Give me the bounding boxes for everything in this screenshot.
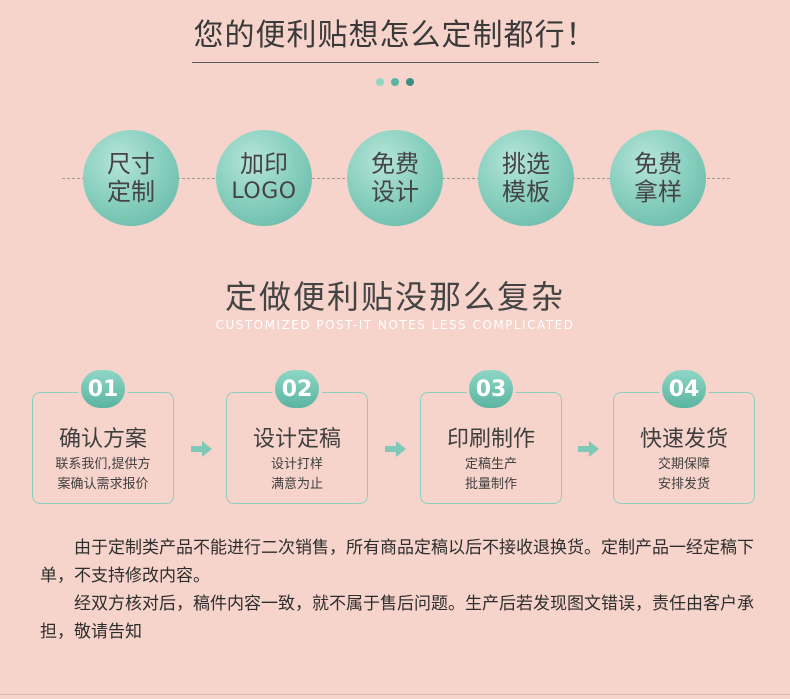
feature-label-1a: 尺寸 — [107, 150, 155, 178]
step-desc-line: 交期保障 — [657, 457, 710, 472]
decorative-dots — [0, 78, 790, 86]
feature-circle-size: 尺寸 定制 — [83, 130, 179, 226]
step-badge-4: 04 — [662, 370, 706, 408]
step-desc: 设计打样 满意为止 — [227, 455, 367, 495]
step-desc: 联系我们,提供方 案确认需求报价 — [33, 455, 173, 495]
dot-1 — [376, 78, 384, 86]
step-desc: 交期保障 安排发货 — [614, 455, 754, 495]
arrow-right-icon — [385, 441, 406, 457]
section-title: 定做便利贴没那么复杂 — [224, 278, 565, 316]
step-title: 设计定稿 — [252, 427, 341, 452]
step-desc-line: 设计打样 — [270, 457, 323, 472]
step-title: 确认方案 — [58, 427, 147, 452]
step-badge-2: 02 — [275, 370, 319, 408]
feature-label-5b: 拿样 — [634, 178, 682, 206]
step-desc-line: 安排发货 — [657, 477, 710, 492]
dot-3 — [406, 78, 414, 86]
section-subtitle: CUSTOMIZED POST-IT NOTES LESS COMPLICATE… — [215, 318, 575, 332]
feature-label-5a: 免费 — [634, 150, 682, 178]
arrow-right-icon — [578, 441, 599, 457]
step-card-4: 快速发货 交期保障 安排发货 — [613, 392, 755, 504]
notice-paragraph-2: 经双方核对后，稿件内容一致，就不属于售后问题。生产后若发现图文错误，责任由客户承… — [40, 594, 754, 642]
bottom-divider — [0, 694, 790, 695]
step-badge-1: 01 — [81, 370, 125, 408]
step-desc-line: 联系我们,提供方 — [55, 457, 151, 472]
feature-circle-design: 免费 设计 — [347, 130, 443, 226]
notice-paragraph-1: 由于定制类产品不能进行二次销售，所有商品定稿以后不接收退换货。定制产品一经定稿下… — [40, 538, 754, 586]
step-title: 印刷制作 — [446, 427, 535, 452]
step-title: 快速发货 — [639, 427, 728, 452]
step-desc-line: 满意为止 — [270, 477, 323, 492]
feature-label-3a: 免费 — [371, 150, 419, 178]
step-card-1: 确认方案 联系我们,提供方 案确认需求报价 — [32, 392, 174, 504]
feature-label-2b: LOGO — [231, 179, 297, 204]
feature-label-4a: 挑选 — [502, 150, 550, 178]
dot-2 — [391, 78, 399, 86]
step-card-3: 印刷制作 定稿生产 批量制作 — [420, 392, 562, 504]
feature-circle-sample: 免费 拿样 — [610, 130, 706, 226]
step-desc-line: 案确认需求报价 — [57, 477, 149, 492]
feature-label-4b: 模板 — [502, 178, 550, 206]
step-desc-line: 批量制作 — [464, 477, 517, 492]
feature-circle-logo: 加印 LOGO — [216, 130, 312, 226]
step-desc: 定稿生产 批量制作 — [421, 455, 561, 495]
step-desc-line: 定稿生产 — [464, 457, 517, 472]
arrow-right-icon — [191, 441, 212, 457]
feature-label-1b: 定制 — [107, 178, 155, 206]
feature-circle-template: 挑选 模板 — [478, 130, 574, 226]
headline: 您的便利贴想怎么定制都行！ — [0, 10, 790, 63]
headline-title: 您的便利贴想怎么定制都行！ — [191, 10, 599, 63]
step-badge-3: 03 — [469, 370, 513, 408]
notice-text: 由于定制类产品不能进行二次销售，所有商品定稿以后不接收退换货。定制产品一经定稿下… — [40, 534, 760, 646]
feature-label-2a: 加印 — [240, 150, 288, 178]
step-card-2: 设计定稿 设计打样 满意为止 — [226, 392, 368, 504]
feature-label-3b: 设计 — [371, 178, 419, 206]
